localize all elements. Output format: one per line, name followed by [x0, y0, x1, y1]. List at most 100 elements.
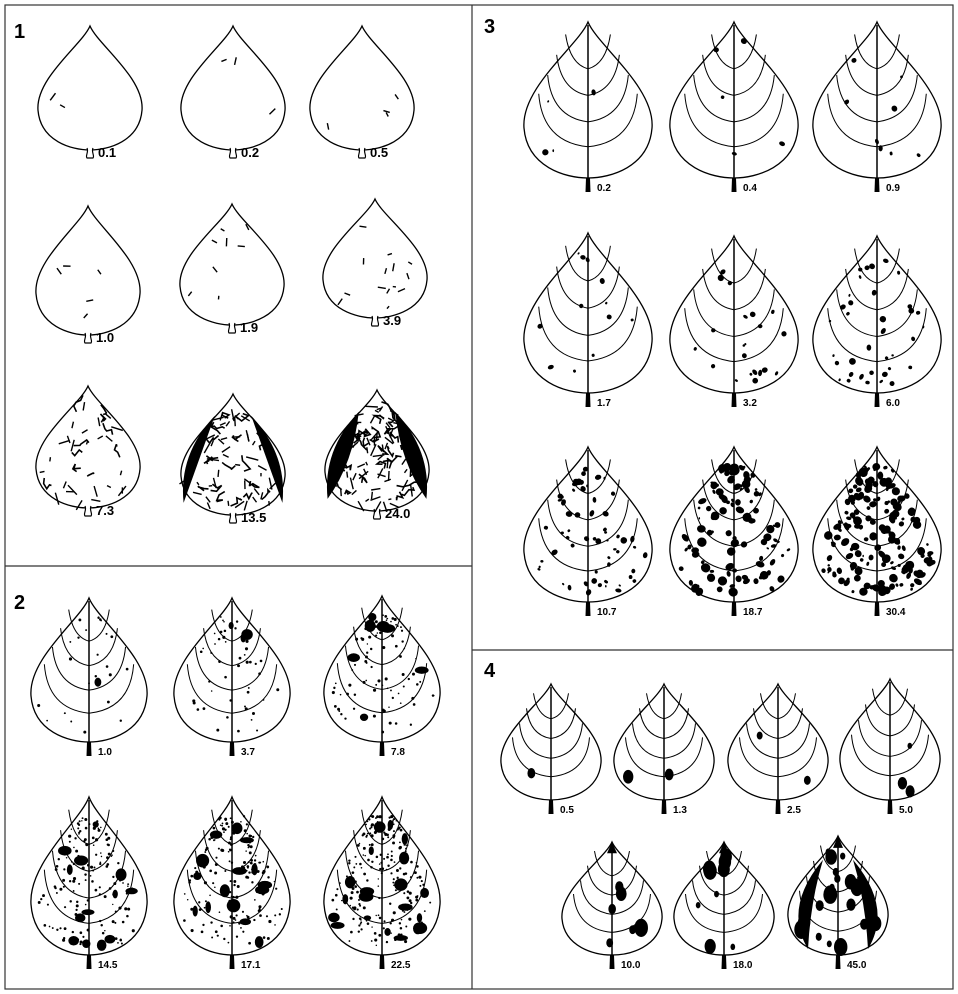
leaf-3-9: 30.4 [813, 447, 941, 618]
leaf-petiole [610, 955, 615, 969]
leaf-severity-label: 7.3 [96, 503, 114, 518]
leaf-4-7: 45.0 [788, 836, 888, 971]
panel-borders [5, 5, 953, 989]
leaf-petiole [358, 148, 365, 158]
leaf-severity-label: 0.1 [98, 145, 116, 160]
leaf-petiole [371, 316, 378, 326]
leaf-1-6: 3.9 [323, 199, 427, 328]
leaf-2-4: 14.5 [31, 797, 147, 971]
leaf-severity-label: 1.9 [240, 320, 258, 335]
leaf-3-4: 1.7 [524, 233, 652, 409]
leaf-3-3: 0.9 [813, 22, 941, 194]
leaf-severity-label: 7.8 [391, 747, 405, 758]
leaf-petiole [586, 178, 591, 192]
leaf-severity-label: 3.9 [383, 313, 401, 328]
leaf-petiole [230, 742, 235, 756]
leaf-petiole [230, 955, 235, 969]
panel-2-leaves: 1.0 3.7 7.8 14.5 17.1 22.5 [31, 596, 440, 971]
leaf-severity-label: 3.7 [241, 747, 255, 758]
leaf-petiole [380, 955, 385, 969]
leaf-petiole [875, 178, 880, 192]
leaf-severity-label: 30.4 [886, 607, 906, 618]
leaf-severity-label: 45.0 [847, 960, 867, 971]
panel-4-number: 4 [484, 660, 496, 682]
leaf-4-4: 5.0 [840, 679, 940, 816]
leaf-petiole [875, 602, 880, 616]
leaf-blade [36, 386, 140, 508]
leaf-lesions [527, 768, 535, 778]
leaf-severity-label: 22.5 [391, 960, 411, 971]
leaf-severity-label: 0.5 [560, 805, 574, 816]
leaf-petiole [888, 800, 893, 814]
leaf-1-9: 24.0 [325, 390, 429, 521]
leaf-1-5: 1.9 [180, 204, 284, 335]
leaf-severity-label: 18.0 [733, 960, 753, 971]
leaf-1-4: 1.0 [36, 206, 140, 345]
leaf-petiole [732, 393, 737, 407]
leaf-4-2: 1.3 [614, 684, 714, 816]
outer-border [5, 5, 953, 989]
leaf-2-6: 22.5 [324, 797, 440, 971]
leaf-1-8: 13.5 [179, 394, 285, 525]
leaf-petiole [722, 955, 727, 969]
leaf-3-5: 3.2 [670, 236, 798, 409]
leaf-petiole [228, 323, 235, 333]
leaf-severity-label: 18.7 [743, 607, 763, 618]
leaf-petiole [229, 148, 236, 158]
leaf-1-7: 7.3 [36, 386, 140, 518]
leaf-3-2: 0.4 [670, 22, 798, 194]
leaf-severity-label: 0.4 [743, 183, 757, 194]
panel-1-number: 1 [14, 21, 25, 43]
leaf-blade [38, 26, 142, 150]
leaf-petiole [380, 742, 385, 756]
leaf-2-1: 1.0 [31, 598, 147, 758]
leaf-severity-label: 0.5 [370, 145, 388, 160]
leaf-1-1: 0.1 [38, 26, 142, 160]
leaf-blade [181, 26, 285, 150]
leaf-petiole [229, 513, 236, 523]
leaf-3-6: 6.0 [813, 236, 941, 409]
leaf-petiole [836, 955, 841, 969]
leaf-petiole [87, 742, 92, 756]
leaf-severity-label: 5.0 [899, 805, 913, 816]
leaf-petiole [87, 955, 92, 969]
leaf-petiole [732, 178, 737, 192]
leaf-petiole [586, 602, 591, 616]
panel-3-leaves: 0.2 0.4 0.9 1.7 3.2 6.0 10.7 18.7 30.4 [524, 22, 941, 618]
leaf-severity-label: 1.3 [673, 805, 687, 816]
leaf-severity-label: 6.0 [886, 398, 900, 409]
leaf-petiole [875, 393, 880, 407]
leaf-petiole [732, 602, 737, 616]
leaf-2-2: 3.7 [174, 598, 290, 758]
leaf-4-1: 0.5 [501, 684, 601, 816]
leaf-4-6: 18.0 [674, 842, 774, 971]
leaf-severity-label: 0.9 [886, 183, 900, 194]
leaf-severity-label: 0.2 [597, 183, 611, 194]
leaf-petiole [86, 148, 93, 158]
leaf-1-2: 0.2 [181, 26, 285, 160]
leaf-petiole [586, 393, 591, 407]
leaf-severity-label: 24.0 [385, 506, 410, 521]
leaf-blade [36, 206, 140, 335]
leaf-severity-label: 0.2 [241, 145, 259, 160]
leaf-severity-label: 17.1 [241, 960, 261, 971]
leaf-severity-label: 13.5 [241, 510, 266, 525]
panel-4-leaves: 0.51.32.55.010.018.045.0 [501, 679, 940, 971]
leaf-petiole [373, 509, 380, 519]
leaf-petiole [549, 800, 554, 814]
panel-1-leaves: 0.1 0.2 0.5 1.0 1.9 3.9 7.3 13.5 24.0 [36, 26, 429, 525]
leaf-petiole [84, 333, 91, 343]
leaf-severity-label: 10.7 [597, 607, 617, 618]
leaf-severity-label: 10.0 [621, 960, 641, 971]
leaf-blade [180, 204, 284, 325]
leaf-1-3: 0.5 [310, 26, 414, 160]
leaf-severity-label: 14.5 [98, 960, 118, 971]
leaf-2-3: 7.8 [324, 596, 440, 758]
panel-3-number: 3 [484, 16, 495, 38]
leaf-severity-label: 3.2 [743, 398, 757, 409]
leaf-3-7: 10.7 [524, 447, 652, 618]
leaf-blade [310, 26, 414, 150]
leaf-3-8: 18.7 [670, 447, 798, 618]
leaf-blade [323, 199, 427, 318]
